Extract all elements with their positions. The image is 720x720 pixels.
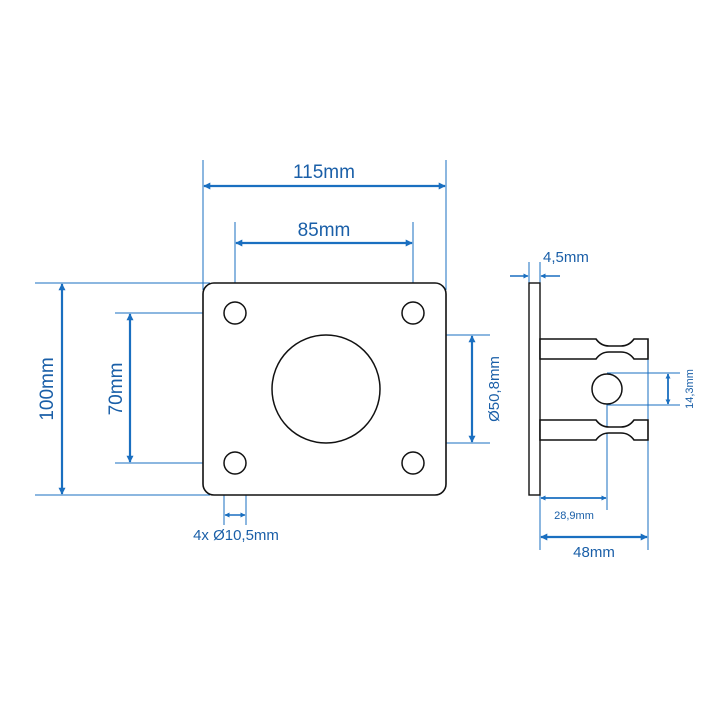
mounting-hole-top-left — [223, 301, 247, 325]
width-label: 115mm — [293, 162, 355, 183]
lower-bracket-arm — [539, 419, 649, 441]
mounting-holes-label: 4x Ø10,5mm — [193, 527, 279, 544]
pin-hole-offset-label: 28,9mm — [554, 510, 594, 522]
front-view: 115mm 85mm 100mm 70mm Ø50,8mm 4x Ø10,5mm — [35, 160, 503, 544]
center-hole — [271, 334, 381, 444]
upper-bracket-arm — [539, 338, 649, 360]
plate-thickness-label: 4,5mm — [543, 249, 589, 266]
mounting-hole-bottom-left — [223, 451, 247, 475]
pin-hole-label: 14,3mm — [684, 369, 696, 409]
side-view: 4,5mm 14,3mm 28,9mm 48mm — [510, 249, 696, 561]
height-label: 100mm — [37, 357, 58, 420]
depth-label: 48mm — [573, 544, 615, 561]
pin-hole — [591, 373, 623, 405]
center-hole-label: Ø50,8mm — [486, 356, 503, 422]
hole-spacing-vertical-label: 70mm — [106, 363, 127, 416]
mounting-hole-top-right — [401, 301, 425, 325]
hole-spacing-horizontal-label: 85mm — [298, 220, 351, 241]
side-plate — [528, 282, 541, 496]
mounting-hole-bottom-right — [401, 451, 425, 475]
